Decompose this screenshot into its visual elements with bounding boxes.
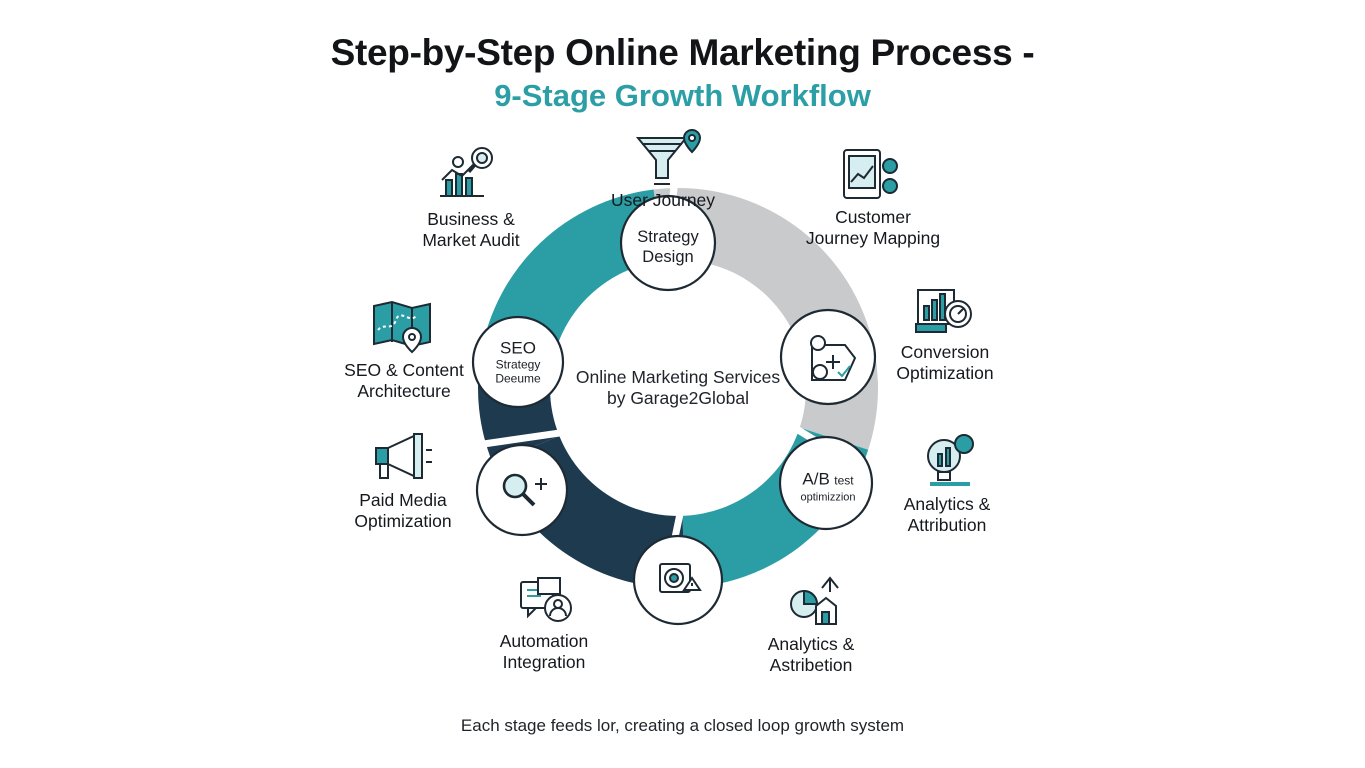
analytics-node-icon bbox=[659, 563, 702, 593]
bulb-coin-icon bbox=[927, 434, 974, 486]
center-circle bbox=[550, 260, 806, 516]
tablet-chart-icon bbox=[843, 149, 898, 199]
page-title: Step-by-Step Online Marketing Process - bbox=[330, 32, 1035, 73]
seo-strategy-label: SEO Strategy Deeume bbox=[495, 338, 541, 386]
conversion-node-icon bbox=[810, 335, 857, 381]
page-subtitle: 9-Stage Growth Workflow bbox=[494, 78, 871, 113]
stage-analytics-attribution: Analytics &Attribution bbox=[903, 494, 991, 535]
stage-user-journey: User Journey bbox=[610, 190, 716, 210]
chart-magnifier-icon bbox=[440, 147, 493, 197]
ring-node-conversion[interactable] bbox=[779, 308, 877, 406]
search-plus-icon bbox=[502, 473, 547, 507]
ring-node-strategy[interactable] bbox=[619, 194, 717, 292]
strategy-design-label: Strategy Design bbox=[637, 228, 699, 266]
ring-node-seo[interactable] bbox=[471, 315, 565, 409]
ring-node-ab[interactable] bbox=[778, 435, 874, 531]
chart-gauge-icon bbox=[915, 289, 972, 333]
map-pin-icon bbox=[373, 300, 431, 354]
megaphone-icon bbox=[375, 433, 432, 479]
chat-user-icon bbox=[520, 577, 572, 622]
stage-analytics-astribetion: Analytics &Astribetion bbox=[767, 634, 855, 675]
ab-test-label: A/B test optimizzion bbox=[800, 469, 856, 504]
center-label: Online Marketing Services by Garage2Glob… bbox=[575, 367, 781, 408]
funnel-pin-icon bbox=[635, 128, 702, 185]
stage-business-market-audit: Business &Market Audit bbox=[422, 209, 520, 250]
footer-caption: Each stage feeds lor, creating a closed … bbox=[460, 716, 905, 735]
segment-gap bbox=[481, 427, 571, 448]
house-growth-icon bbox=[790, 576, 839, 625]
